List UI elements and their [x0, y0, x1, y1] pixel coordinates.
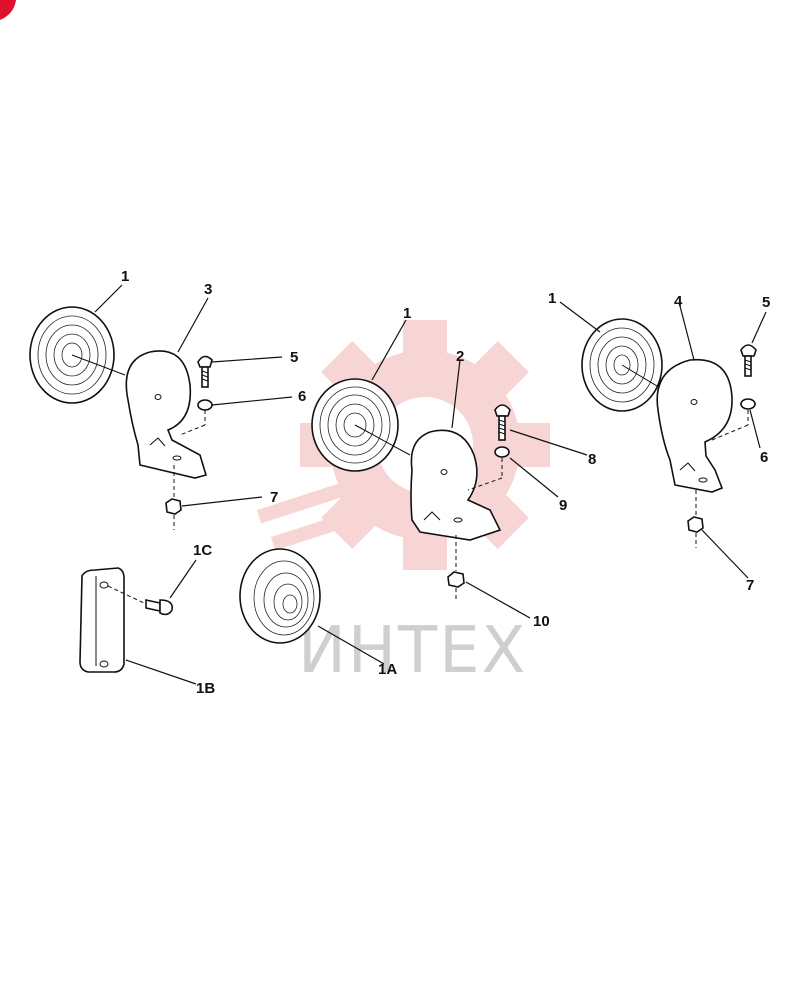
callout-center-1: 1	[403, 305, 411, 322]
reflector-plate	[79, 567, 147, 673]
callout-right-5: 5	[762, 294, 770, 311]
nut-right	[687, 490, 704, 548]
nut-center	[447, 535, 465, 600]
callout-right-7: 7	[746, 577, 754, 594]
corner-mark	[0, 0, 16, 20]
nut-left	[165, 465, 182, 530]
callout-right-1: 1	[548, 290, 556, 307]
center-assembly: 1 2 8 9 10	[311, 305, 596, 630]
callout-center-9: 9	[559, 497, 567, 514]
bracket-right	[656, 358, 733, 493]
washer-right	[740, 398, 756, 410]
screw-center	[494, 404, 511, 441]
bracket-left	[125, 350, 208, 479]
lens-center	[311, 378, 411, 472]
lens-right	[581, 318, 673, 412]
callout-right-6: 6	[760, 449, 768, 466]
callout-1A: 1A	[378, 661, 397, 678]
washer-center	[494, 446, 510, 458]
callout-center-10: 10	[533, 613, 550, 630]
callout-1C: 1C	[193, 542, 212, 559]
screw-right	[740, 344, 757, 377]
callout-1B: 1B	[196, 680, 215, 697]
callout-left-3: 3	[204, 281, 212, 298]
watermark-text: ИНТЕХ	[298, 614, 527, 688]
right-assembly: 1 4 5 6 7	[548, 290, 770, 594]
left-assembly: 1 3 5 6 7	[29, 268, 306, 530]
screw-1c	[145, 599, 174, 616]
screw-left	[197, 355, 213, 388]
callout-right-4: 4	[674, 293, 683, 310]
washer-left	[197, 399, 213, 411]
callout-left-1: 1	[121, 268, 129, 285]
callout-left-5: 5	[290, 349, 298, 366]
gear-watermark	[256, 320, 550, 570]
callout-center-8: 8	[588, 451, 596, 468]
callout-left-6: 6	[298, 388, 306, 405]
lens-1a	[239, 548, 321, 644]
callout-left-7: 7	[270, 489, 278, 506]
callout-center-2: 2	[456, 348, 464, 365]
lens-left	[29, 306, 126, 404]
bracket-center	[410, 429, 502, 541]
